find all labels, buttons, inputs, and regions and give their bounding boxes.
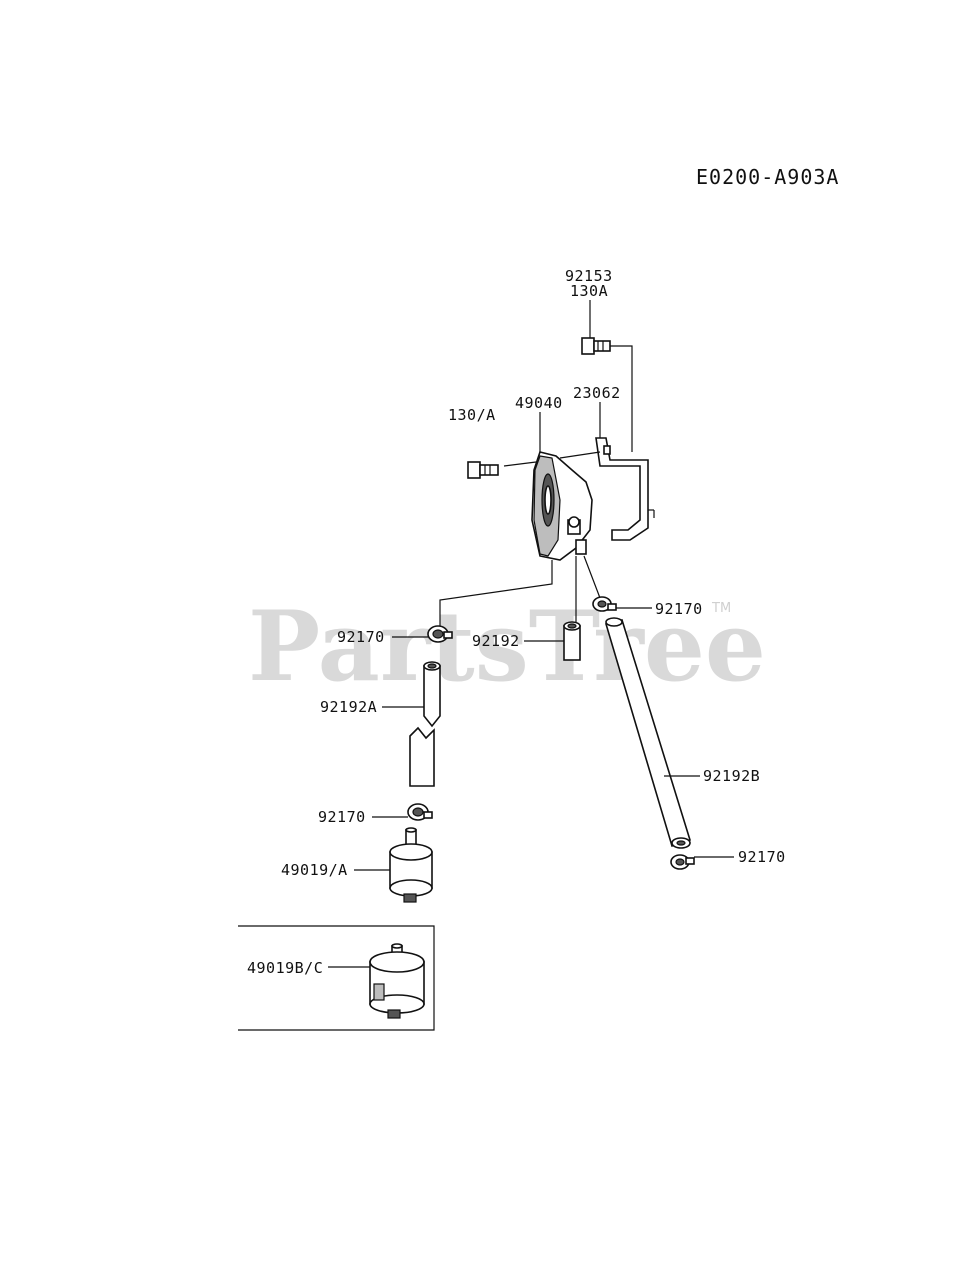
clamp-right-upper-icon[interactable] <box>592 596 617 612</box>
leader-pump-outlet-right <box>583 555 601 599</box>
label-bolt-top-number: 92153 <box>565 267 613 285</box>
fuel-filter-a-icon[interactable] <box>389 827 433 903</box>
label-bracket: 23062 <box>573 384 621 402</box>
fuel-pump-icon[interactable] <box>531 451 593 561</box>
label-bolt-left: 130/A <box>448 406 496 424</box>
label-bolt-top-sub: 130A <box>570 282 608 300</box>
watermark-trademark: TM <box>711 601 731 616</box>
leader-bolt-left-axis <box>503 461 537 467</box>
bolt-top-icon[interactable] <box>581 337 611 355</box>
inset-box <box>238 925 435 1031</box>
leader-pump-outlet-left <box>439 560 553 628</box>
label-clamp-left-lower: 92170 <box>318 808 366 826</box>
label-hose-a: 92192A <box>320 698 377 716</box>
hose-b-icon[interactable] <box>604 617 691 849</box>
clamp-left-upper-icon[interactable] <box>427 625 453 643</box>
leader-bolt-left-axis-2 <box>559 451 601 459</box>
hose-short-icon[interactable] <box>563 621 581 661</box>
clamp-right-lower-icon[interactable] <box>670 854 695 870</box>
watermark-text: PartsTree <box>248 590 766 703</box>
bolt-left-icon[interactable] <box>467 461 499 479</box>
label-fuel-filter-a: 49019/A <box>281 861 348 879</box>
label-hose-short: 92192 <box>472 632 520 650</box>
hose-a-icon[interactable] <box>409 661 441 787</box>
label-fuel-filter-bc: 49019B/C <box>247 959 323 977</box>
diagram-code: E0200-A903A <box>696 165 839 189</box>
bracket-icon[interactable] <box>595 437 655 541</box>
label-fuel-pump: 49040 <box>515 394 563 412</box>
label-clamp-right-lower: 92170 <box>738 848 786 866</box>
leader-bolt-top-axis <box>610 345 633 452</box>
label-hose-b: 92192B <box>703 767 760 785</box>
label-clamp-left-upper: 92170 <box>337 628 385 646</box>
fuel-filter-bc-icon[interactable] <box>369 943 425 1019</box>
label-clamp-right-upper: 92170 <box>655 600 703 618</box>
clamp-left-lower-icon[interactable] <box>407 803 433 821</box>
